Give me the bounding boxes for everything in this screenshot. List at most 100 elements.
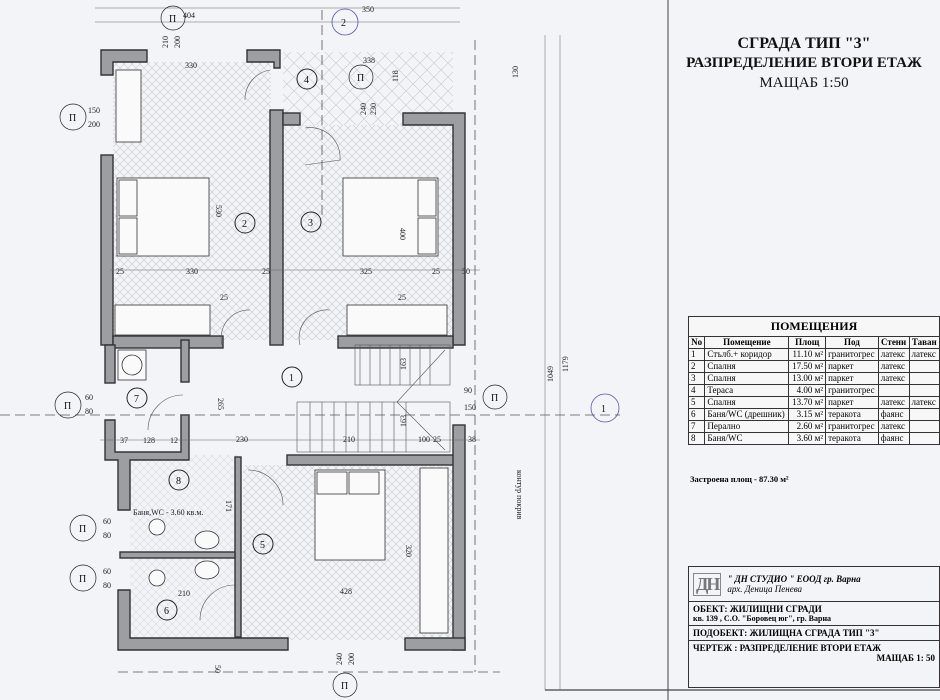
room-8-label: 8 xyxy=(168,469,190,491)
cell-name: Баня/WC (дрешник) xyxy=(704,408,790,421)
drawing-subtitle: РАЗПРЕДЕЛЕНИЕ ВТОРИ ЕТАЖ xyxy=(686,55,922,71)
svg-text:240: 240 xyxy=(359,103,368,115)
door-swings xyxy=(147,69,341,621)
svg-text:25: 25 xyxy=(262,267,270,276)
cell-no: 7 xyxy=(687,420,706,433)
axis-marker-1: 1 xyxy=(590,393,620,423)
svg-text:37: 37 xyxy=(120,436,128,445)
cell-walls: латекс xyxy=(877,396,910,409)
svg-text:60: 60 xyxy=(103,517,111,526)
svg-text:404: 404 xyxy=(183,11,195,20)
cell-floor: теракота xyxy=(825,408,879,421)
cell-no: 6 xyxy=(687,408,706,421)
svg-text:230: 230 xyxy=(236,435,248,444)
svg-text:25: 25 xyxy=(116,267,124,276)
svg-text:130: 130 xyxy=(511,66,520,78)
svg-text:5: 5 xyxy=(260,540,265,551)
room-4-label: 4 xyxy=(296,68,318,90)
cell-no: 8 xyxy=(687,432,706,445)
rooms-table-caption: ПОМЕЩЕНИЯ xyxy=(688,316,940,336)
svg-text:25: 25 xyxy=(398,293,406,302)
cell-area: 3.60 м² xyxy=(788,432,827,445)
col-room: Помещение xyxy=(704,336,790,349)
svg-text:163: 163 xyxy=(399,415,408,427)
svg-text:25: 25 xyxy=(220,293,228,302)
drawing-title: СГРАДА ТИП "3" xyxy=(737,35,871,52)
cell-name: Перално xyxy=(704,420,790,433)
svg-text:1049: 1049 xyxy=(546,366,555,382)
svg-text:338: 338 xyxy=(363,56,375,65)
svg-text:320: 320 xyxy=(404,545,413,557)
cell-area: 11.10 м² xyxy=(788,348,827,361)
cell-area: 2.60 м² xyxy=(788,420,827,433)
cell-floor: гранитогрес xyxy=(825,384,879,397)
cell-ceiling xyxy=(908,372,940,385)
svg-text:П: П xyxy=(341,681,348,692)
furniture xyxy=(114,69,449,634)
svg-text:210: 210 xyxy=(178,589,190,598)
svg-text:2: 2 xyxy=(341,18,346,29)
svg-text:200: 200 xyxy=(173,36,182,48)
cell-walls: фаянс xyxy=(877,432,910,445)
svg-text:3: 3 xyxy=(308,218,313,229)
svg-text:50: 50 xyxy=(213,665,222,673)
cell-name: Спалня xyxy=(704,360,790,373)
company-logo: ДН xyxy=(693,572,722,596)
cell-ceiling xyxy=(908,360,940,373)
table-header-row: No Помещение Площ Под Стени Таван xyxy=(687,336,940,349)
svg-text:1: 1 xyxy=(289,373,294,384)
svg-text:25: 25 xyxy=(433,435,441,444)
cell-name: Спалня xyxy=(704,372,790,385)
cell-floor: паркет xyxy=(825,360,879,373)
axis-marker-2: 2 xyxy=(331,8,359,36)
svg-text:П: П xyxy=(169,14,176,25)
cell-ceiling: латекс xyxy=(908,396,940,409)
cell-floor: теракота xyxy=(825,432,879,445)
cell-area: 17.50 м² xyxy=(788,360,827,373)
svg-text:П: П xyxy=(79,574,86,585)
svg-text:200: 200 xyxy=(347,653,356,665)
svg-text:400: 400 xyxy=(398,228,407,240)
cell-name: Баня/WC xyxy=(704,432,790,445)
svg-text:150: 150 xyxy=(464,403,476,412)
company-name: " ДН СТУДИО " ЕООД гр. Варна xyxy=(727,574,861,584)
cell-area: 13.00 м² xyxy=(788,372,827,385)
svg-text:П: П xyxy=(491,393,498,404)
cell-walls: латекс xyxy=(877,360,910,373)
svg-text:330: 330 xyxy=(185,61,197,70)
cell-area: 4.00 м² xyxy=(788,384,827,397)
svg-text:80: 80 xyxy=(85,407,93,416)
cell-area: 3.15 м² xyxy=(788,408,827,421)
svg-text:265: 265 xyxy=(216,398,225,410)
cell-floor: гранитогрес xyxy=(825,348,879,361)
svg-text:210: 210 xyxy=(161,36,170,48)
cell-ceiling xyxy=(908,408,940,421)
svg-text:2: 2 xyxy=(242,219,247,230)
col-walls: Стени xyxy=(877,336,910,349)
built-area-total: Застроена площ - 87.30 м² xyxy=(690,474,789,484)
svg-text:4: 4 xyxy=(304,75,309,86)
cell-name: Тераса xyxy=(704,384,790,397)
svg-text:8: 8 xyxy=(176,476,181,487)
svg-text:118: 118 xyxy=(391,70,400,82)
svg-text:1: 1 xyxy=(601,404,606,415)
svg-text:350: 350 xyxy=(362,5,374,14)
svg-text:П: П xyxy=(79,524,86,535)
roof-outline-label: контур покрив xyxy=(515,470,524,520)
cell-floor: паркет xyxy=(825,372,879,385)
svg-text:230: 230 xyxy=(369,103,378,115)
room-2-label: 2 xyxy=(234,212,256,234)
room-5-label: 5 xyxy=(252,533,274,555)
cell-walls: латекс xyxy=(877,372,910,385)
bath-area-label: Баня,WC - 3.60 кв.м. xyxy=(133,508,203,517)
cell-no: 3 xyxy=(687,372,706,385)
